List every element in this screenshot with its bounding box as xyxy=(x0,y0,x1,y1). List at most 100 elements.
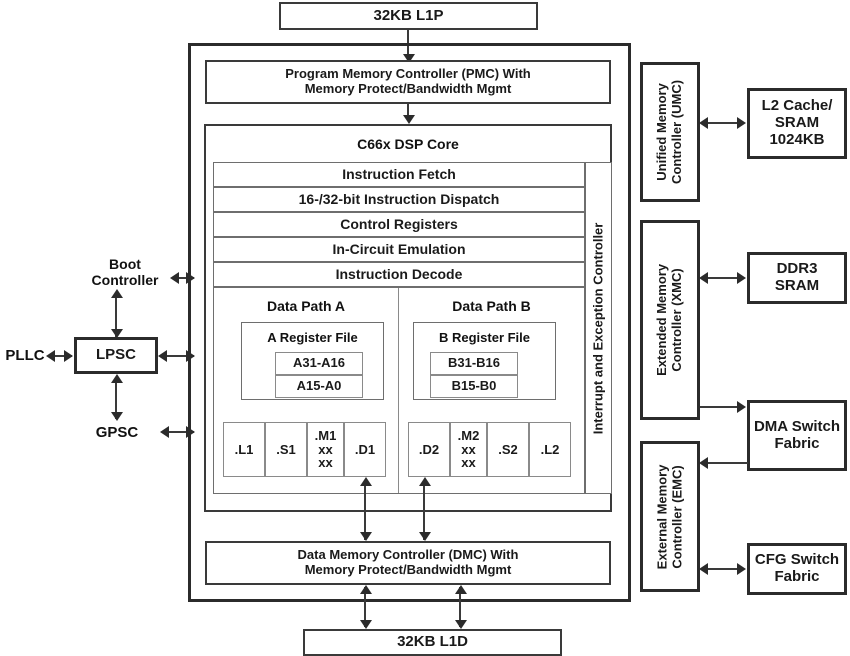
arrowhead-umc-l2-left xyxy=(699,117,708,129)
b-register-range-hi: B31-B16 xyxy=(430,352,518,375)
connector-d1-to-dmc xyxy=(364,480,366,540)
block-b-register-file xyxy=(413,322,556,400)
b-register-range-lo-label: B15-B0 xyxy=(451,378,497,394)
pmc-label-line1: Program Memory Controller (PMC) With xyxy=(285,66,531,82)
arrowhead-emc-cfg-right xyxy=(737,563,746,575)
functional-unit-s2: .S2 xyxy=(487,422,529,477)
core-stage-label: Control Registers xyxy=(340,215,458,232)
dma-label-line2: Fabric xyxy=(774,434,820,452)
chip-boundary xyxy=(188,43,631,602)
arrowhead-dmc-down-right xyxy=(419,532,431,541)
core-stage-label: 16-/32-bit Instruction Dispatch xyxy=(298,190,500,207)
block-32kb-l1d: 32KB L1D xyxy=(303,629,562,656)
label-boot-controller: Boot Controller xyxy=(70,256,180,288)
arrowhead-lpsc-chip-left xyxy=(158,350,167,362)
connector-boot-controller-to-chip xyxy=(176,277,194,279)
functional-unit-l2-label: .L2 xyxy=(540,441,560,457)
block-interrupt-exception-controller: Interrupt and Exception Controller xyxy=(585,162,612,494)
xmc-label: Extended Memory Controller (XMC) xyxy=(654,264,685,376)
l2-label-line2: SRAM xyxy=(774,114,820,132)
arrowhead-l1d-down-left xyxy=(360,620,372,629)
functional-unit-m1-sub2: xx xyxy=(318,455,333,471)
emc-label-line2: Controller (EMC) xyxy=(669,464,685,569)
arrowhead-dma-emc-left xyxy=(699,457,708,469)
b-register-range-lo: B15-B0 xyxy=(430,375,518,398)
functional-unit-d1-label: .D1 xyxy=(354,441,376,457)
arrowhead-lpsc-gpsc-down xyxy=(111,412,123,421)
dmc-label-line2: Memory Protect/Bandwidth Mgmt xyxy=(304,562,512,577)
arrowhead-gpsc-right xyxy=(186,426,195,438)
block-l2-cache-sram: L2 Cache/ SRAM 1024KB xyxy=(747,88,847,159)
arrowhead-boot-right xyxy=(186,272,195,284)
functional-unit-d1: .D1 xyxy=(344,422,386,477)
ddr3-label-line2: SRAM xyxy=(774,277,820,294)
core-stage-label: Instruction Fetch xyxy=(342,165,456,182)
a-register-range-hi: A31-A16 xyxy=(275,352,363,375)
a-register-range-lo: A15-A0 xyxy=(275,375,363,398)
b-register-range-hi-label: B31-B16 xyxy=(447,355,501,371)
datapath-b-title: Data Path B xyxy=(452,298,531,314)
b-register-file-title: B Register File xyxy=(438,330,531,345)
datapath-a-title: Data Path A xyxy=(266,298,346,314)
pmc-label-line2: Memory Protect/Bandwidth Mgmt xyxy=(304,81,512,96)
connector-dmc-to-l1d-left xyxy=(364,587,366,627)
arrowhead-l1d-down-right xyxy=(455,620,467,629)
block-dma-switch-fabric: DMA Switch Fabric xyxy=(747,400,847,471)
arrowhead-lpsc-chip-right xyxy=(186,350,195,362)
functional-unit-m2-label: .M2 xyxy=(457,428,480,444)
core-stage-label: Instruction Decode xyxy=(335,265,463,282)
arrowhead-dmc-up-left xyxy=(360,585,372,594)
connector-dma-to-emc xyxy=(705,462,748,464)
cfg-label-line2: Fabric xyxy=(774,568,820,585)
arrowhead-umc-l2-right xyxy=(737,117,746,129)
arrowhead-boot-left xyxy=(170,272,179,284)
functional-unit-m2-sub2: xx xyxy=(461,455,476,471)
connector-gpsc-to-chip xyxy=(166,431,194,433)
arrowhead-xmc-ddr3-right xyxy=(737,272,746,284)
cfg-label-line1: CFG Switch xyxy=(754,551,840,569)
connector-xmc-to-dma xyxy=(700,406,743,408)
block-lpsc: LPSC xyxy=(74,337,158,374)
core-stage-label: In-Circuit Emulation xyxy=(332,240,466,257)
connector-pmc-to-core xyxy=(407,104,409,118)
arrowhead-emc-cfg-left xyxy=(699,563,708,575)
dmc-label-line1: Data Memory Controller (DMC) With xyxy=(297,547,519,563)
arrowhead-d2-up xyxy=(419,477,431,486)
umc-label: Unified Memory Controller (UMC) xyxy=(654,80,685,184)
arrowhead-d1-up xyxy=(360,477,372,486)
datapath-divider xyxy=(398,288,399,493)
emc-label-line1: External Memory xyxy=(654,464,670,569)
connector-emc-to-cfg xyxy=(705,568,743,570)
boot-controller-line2: Controller xyxy=(91,272,159,289)
core-stage-in-circuit-emulation: In-Circuit Emulation xyxy=(213,237,585,262)
xmc-label-line1: Extended Memory xyxy=(654,264,670,376)
arrowhead-gpsc-left xyxy=(160,426,169,438)
functional-unit-s2-label: .S2 xyxy=(498,441,518,457)
block-32kb-l1d-label: 32KB L1D xyxy=(397,633,468,651)
block-external-memory-controller: External Memory Controller (EMC) xyxy=(640,441,700,592)
connector-xmc-to-ddr3 xyxy=(705,277,743,279)
core-stage-instruction-fetch: Instruction Fetch xyxy=(213,162,585,187)
arrowhead-dmc-up-right xyxy=(455,585,467,594)
arrowhead-pllc-right xyxy=(64,350,73,362)
arrowhead-lpsc-gpsc-up xyxy=(111,374,123,383)
arrowhead-boot-lpsc-down xyxy=(111,329,123,338)
a-register-range-lo-label: A15-A0 xyxy=(296,378,342,394)
functional-unit-s1-label: .S1 xyxy=(276,441,296,457)
datapath-container xyxy=(213,287,585,494)
boot-controller-line1: Boot xyxy=(109,256,141,272)
arrowhead-xmc-dma-right xyxy=(737,401,746,413)
functional-unit-m2: .M2 xx xx xyxy=(450,422,487,477)
functional-unit-l2: .L2 xyxy=(529,422,571,477)
functional-unit-s1: .S1 xyxy=(265,422,307,477)
block-cfg-switch-fabric: CFG Switch Fabric xyxy=(747,543,847,595)
block-ddr3-sram: DDR3 SRAM xyxy=(747,252,847,304)
connector-lpsc-to-chip xyxy=(162,355,194,357)
connector-boot-to-lpsc xyxy=(115,292,117,337)
core-stage-instruction-dispatch: 16-/32-bit Instruction Dispatch xyxy=(213,187,585,212)
functional-unit-l1-label: .L1 xyxy=(234,441,254,457)
lpsc-label: LPSC xyxy=(95,346,136,364)
umc-label-line1: Unified Memory xyxy=(654,83,670,181)
connector-d2-to-dmc xyxy=(423,480,425,540)
a-register-range-hi-label: A31-A16 xyxy=(292,355,346,371)
